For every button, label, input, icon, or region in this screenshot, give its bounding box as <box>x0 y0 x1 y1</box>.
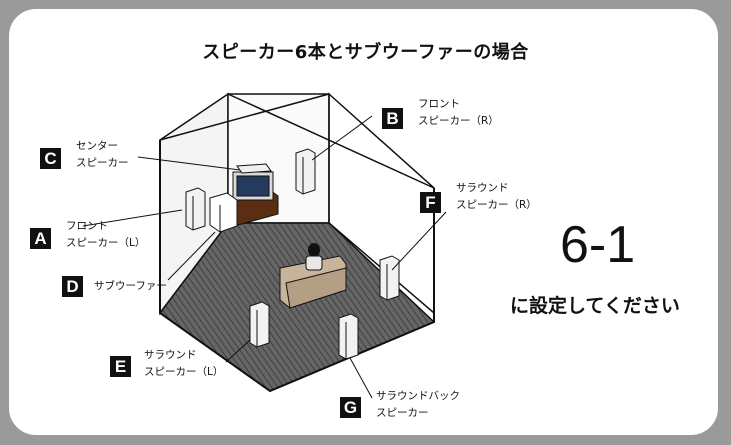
speaker-tag-b: B <box>382 108 403 129</box>
speaker-label-d: サブウーファー <box>94 280 167 292</box>
diagram-title: スピーカー6本とサブウーファーの場合 <box>202 42 529 63</box>
speaker-tag-g: G <box>340 397 361 418</box>
center-speaker <box>236 163 272 174</box>
speaker-tag-e: E <box>110 356 131 377</box>
speaker-tag-f: F <box>420 192 441 213</box>
front-right-speaker <box>295 148 316 195</box>
speaker-label-f: サラウンドスピーカー（R） <box>456 182 537 211</box>
speaker-label-e: サラウンドスピーカー（L） <box>144 349 224 378</box>
listener-head <box>308 243 320 257</box>
subwoofer <box>209 192 238 233</box>
surround-left-speaker <box>249 301 270 348</box>
speaker-tag-a: A <box>30 228 51 249</box>
setting-caption: に設定してください <box>510 295 680 317</box>
speaker-tag-c: C <box>40 148 61 169</box>
speaker-label-c: センタースピーカー <box>76 140 129 169</box>
speaker-tag-d: D <box>62 276 83 297</box>
speaker-label-a: フロントスピーカー（L） <box>66 220 146 249</box>
speaker-label-g: サラウンドバックスピーカー <box>376 390 460 419</box>
setting-value: 6-1 <box>560 216 636 274</box>
surround-back-speaker <box>338 313 359 360</box>
listener-body <box>305 255 323 271</box>
surround-right-speaker <box>379 255 400 301</box>
front-left-speaker <box>185 187 206 231</box>
tv-screen <box>236 175 270 197</box>
speaker-label-b: フロントスピーカー（R） <box>418 98 499 127</box>
room-front-edges <box>159 140 435 393</box>
